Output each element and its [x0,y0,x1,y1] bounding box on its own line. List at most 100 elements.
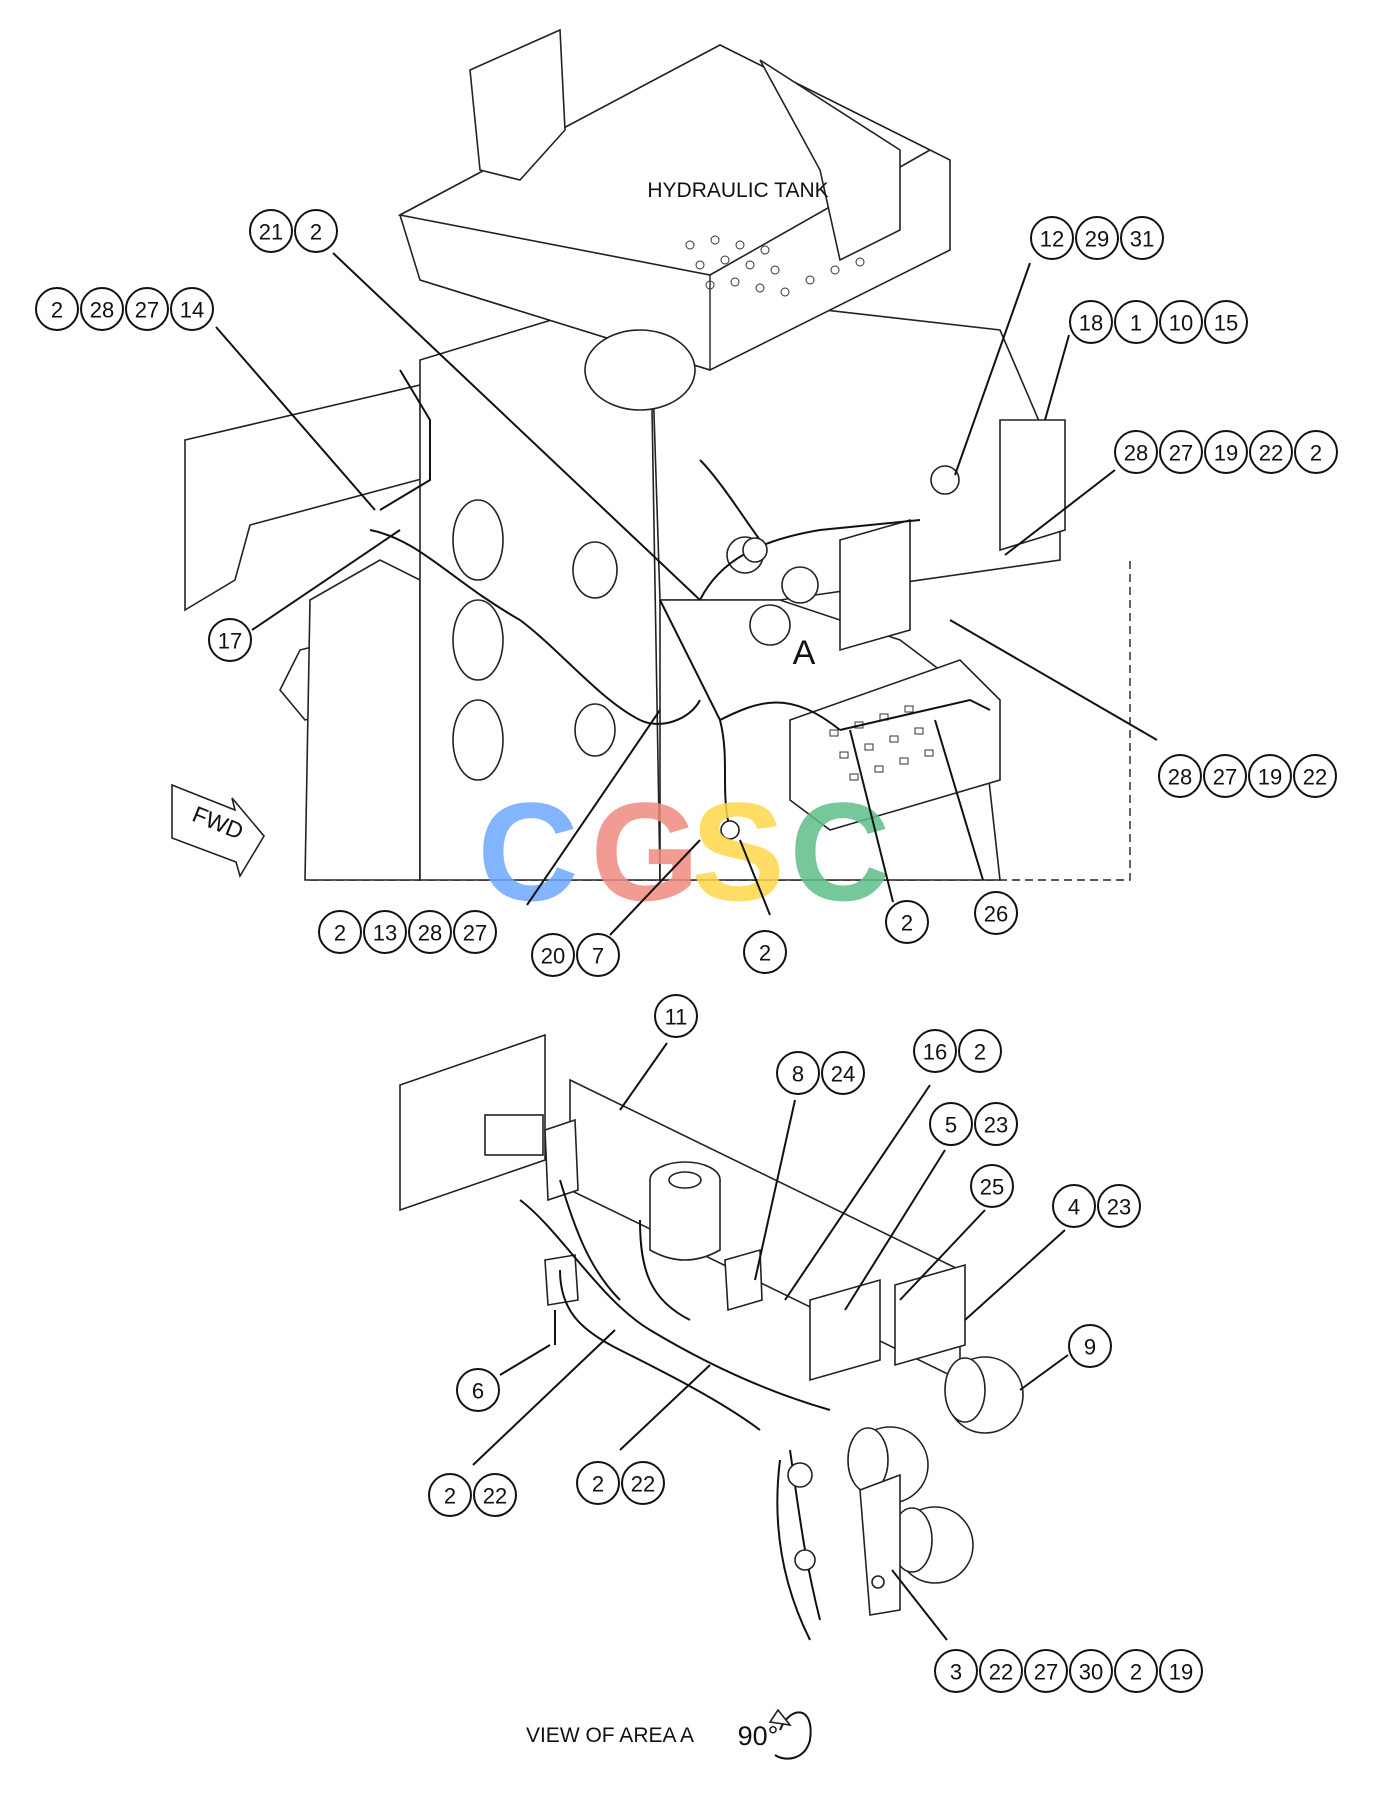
callout-bubble [363,910,407,954]
callout-g-26: 26 [974,891,1018,935]
callout-number: 29 [1085,227,1109,252]
callout-bubble [1114,430,1158,474]
callout-number: 13 [373,921,397,946]
callout-bubble [885,900,929,944]
callout-number: 1 [1130,311,1142,336]
callout-g-2-a: 2 [743,930,787,974]
callout-g-2-b: 2 [885,900,929,944]
callout-bubble [1114,1649,1158,1693]
callout-bubble [249,209,293,253]
callout-number: 23 [1107,1195,1131,1220]
watermark-letter: G [591,773,700,930]
callout-g-11: 11 [654,994,698,1038]
callout-bubble [1075,216,1119,260]
area-a-detail-drawing [399,1033,1024,1641]
callout-bubble [1030,216,1074,260]
callout-bubble [1097,1184,1141,1228]
callout-number: 22 [1259,441,1283,466]
callout-bubble [934,1649,978,1693]
callout-bubble [408,910,452,954]
callout-bubble [654,994,698,1038]
callout-number: 22 [483,1484,507,1509]
callout-number: 19 [1214,441,1238,466]
callout-bubble [1249,430,1293,474]
leader-lines [215,252,1158,1641]
callout-number: 30 [1079,1660,1103,1685]
callout-number: 2 [310,220,322,245]
callout-bubble [1294,430,1338,474]
callout-bubble [170,287,214,331]
callout-number: 22 [989,1660,1013,1685]
callout-number: 27 [135,298,159,323]
callout-g-21-2: 21 2 [249,209,338,253]
callout-bubble [1069,1649,1113,1693]
callout-number: 2 [334,921,346,946]
callout-bubble [913,1029,957,1073]
callout-number: 27 [1169,441,1193,466]
callout-bubble [970,1164,1014,1208]
callout-bubble [1159,1649,1203,1693]
callout-bubble [35,287,79,331]
callout-g-25: 25 [970,1164,1014,1208]
machine-frame-drawing [184,28,1131,881]
callout-bubble [974,891,1018,935]
callout-g-6: 6 [456,1368,500,1412]
callout-bubble [1248,754,1292,798]
watermark: C G S C [477,773,890,930]
view-caption: VIEW OF AREA A [526,1724,694,1747]
callout-bubble [776,1051,820,1095]
callout-number: 15 [1214,311,1238,336]
callout-bubble [1069,300,1113,344]
callout-number: 17 [218,629,242,654]
callout-bubble [531,933,575,977]
callout-bubble [621,1461,665,1505]
callout-number: 10 [1169,311,1193,336]
callout-g-9: 9 [1068,1324,1112,1368]
callout-bubble [294,209,338,253]
callout-bubble [208,618,252,662]
callout-number: 5 [945,1113,957,1138]
callout-bubble [1024,1649,1068,1693]
callout-bubble [428,1473,472,1517]
hydraulic-tank-label: HYDRAULIC TANK [647,179,828,202]
callout-bubble [456,1368,500,1412]
callout-bubble [576,933,620,977]
watermark-letter: C [789,773,890,930]
callout-bubble [1159,430,1203,474]
callout-bubble [1203,754,1247,798]
callout-number: 28 [90,298,114,323]
callout-number: 2 [901,911,913,936]
callout-number: 9 [1084,1335,1096,1360]
callout-number: 22 [631,1472,655,1497]
callout-bubble [929,1102,973,1146]
callout-number: 2 [759,941,771,966]
callout-bubble [576,1461,620,1505]
fwd-arrow [171,783,265,878]
callout-bubble [821,1051,865,1095]
callout-bubble [974,1102,1018,1146]
callout-number: 27 [463,921,487,946]
callout-number: 16 [923,1040,947,1065]
callout-bubble [473,1473,517,1517]
callout-bubble [743,930,787,974]
callout-number: 4 [1068,1195,1080,1220]
callout-bubble [125,287,169,331]
callout-number: 18 [1079,311,1103,336]
callout-number: 2 [51,298,63,323]
callout-bubble [1159,300,1203,344]
callout-bubble [453,910,497,954]
callout-number: 19 [1258,765,1282,790]
callout-g-4-23: 4 23 [1052,1184,1141,1228]
callout-number: 21 [259,220,283,245]
callout-number: 14 [180,298,204,323]
